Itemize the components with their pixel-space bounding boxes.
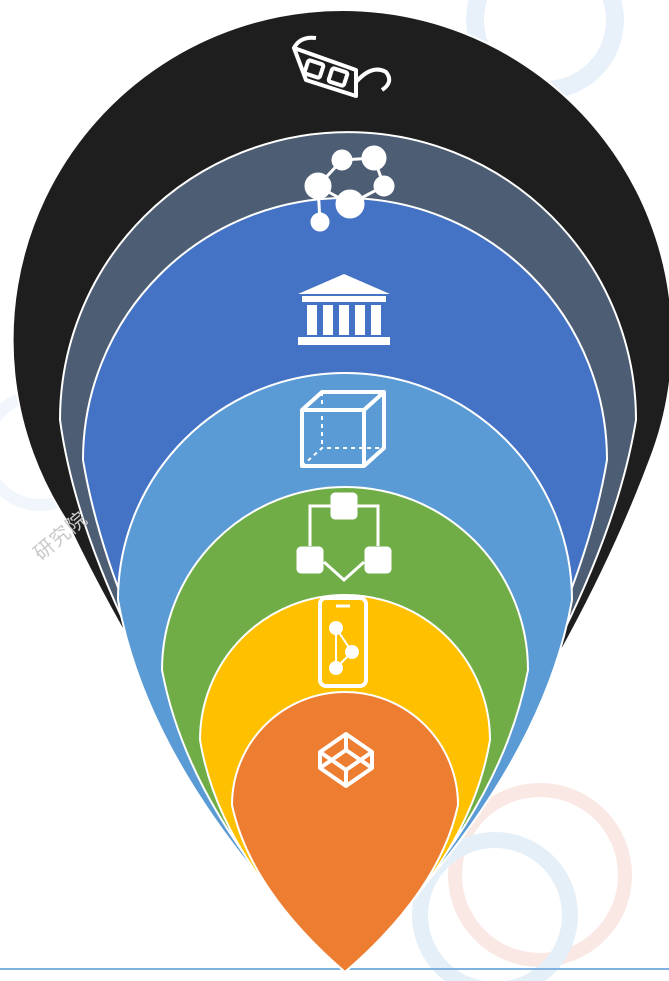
3d-cube-icon [300,390,386,468]
blocks-network-icon [296,492,392,583]
layer-7-orange [230,691,460,974]
institution-building-icon [298,274,390,345]
codepen-cube-icon [318,732,374,788]
mobile-network-icon [318,596,368,688]
3d-glasses-icon [292,35,392,98]
people-network-icon [304,145,395,232]
